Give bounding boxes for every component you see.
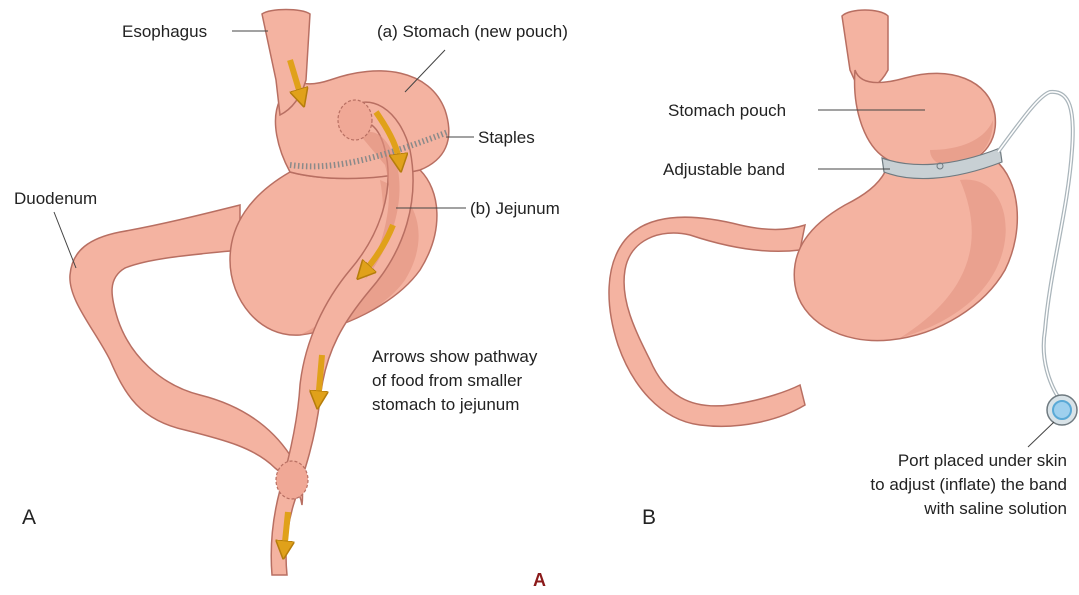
duodenum-shape-b	[609, 217, 805, 426]
label-arrows-line-1: Arrows show pathway	[372, 347, 538, 366]
label-arrows-line-3: stomach to jejunum	[372, 395, 519, 414]
label-jejunum: (b) Jejunum	[470, 199, 560, 218]
food-arrow-5	[284, 512, 288, 552]
panel-letter-b: B	[642, 506, 656, 529]
figure-caption: A	[0, 570, 1079, 591]
label-stomach-new-pouch: (a) Stomach (new pouch)	[377, 22, 568, 41]
label-port-line-1: Port placed under skin	[898, 451, 1067, 470]
label-port-line-3: with saline solution	[923, 499, 1067, 518]
panel-b-illustration	[609, 10, 1077, 426]
panel-letter-a: A	[22, 506, 36, 529]
lower-anastomosis	[276, 461, 308, 499]
label-arrows-line-2: of food from smaller	[372, 371, 523, 390]
panel-a-illustration	[70, 10, 449, 576]
label-esophagus: Esophagus	[122, 22, 207, 41]
port-ring	[1053, 401, 1071, 419]
label-staples: Staples	[478, 128, 535, 147]
food-arrow-4	[318, 355, 322, 402]
pouch-anastomosis	[338, 100, 372, 140]
label-duodenum: Duodenum	[14, 189, 97, 208]
label-port-line-2: to adjust (inflate) the band	[870, 475, 1067, 494]
label-stomach-pouch: Stomach pouch	[668, 101, 786, 120]
label-adjustable-band: Adjustable band	[663, 160, 785, 179]
